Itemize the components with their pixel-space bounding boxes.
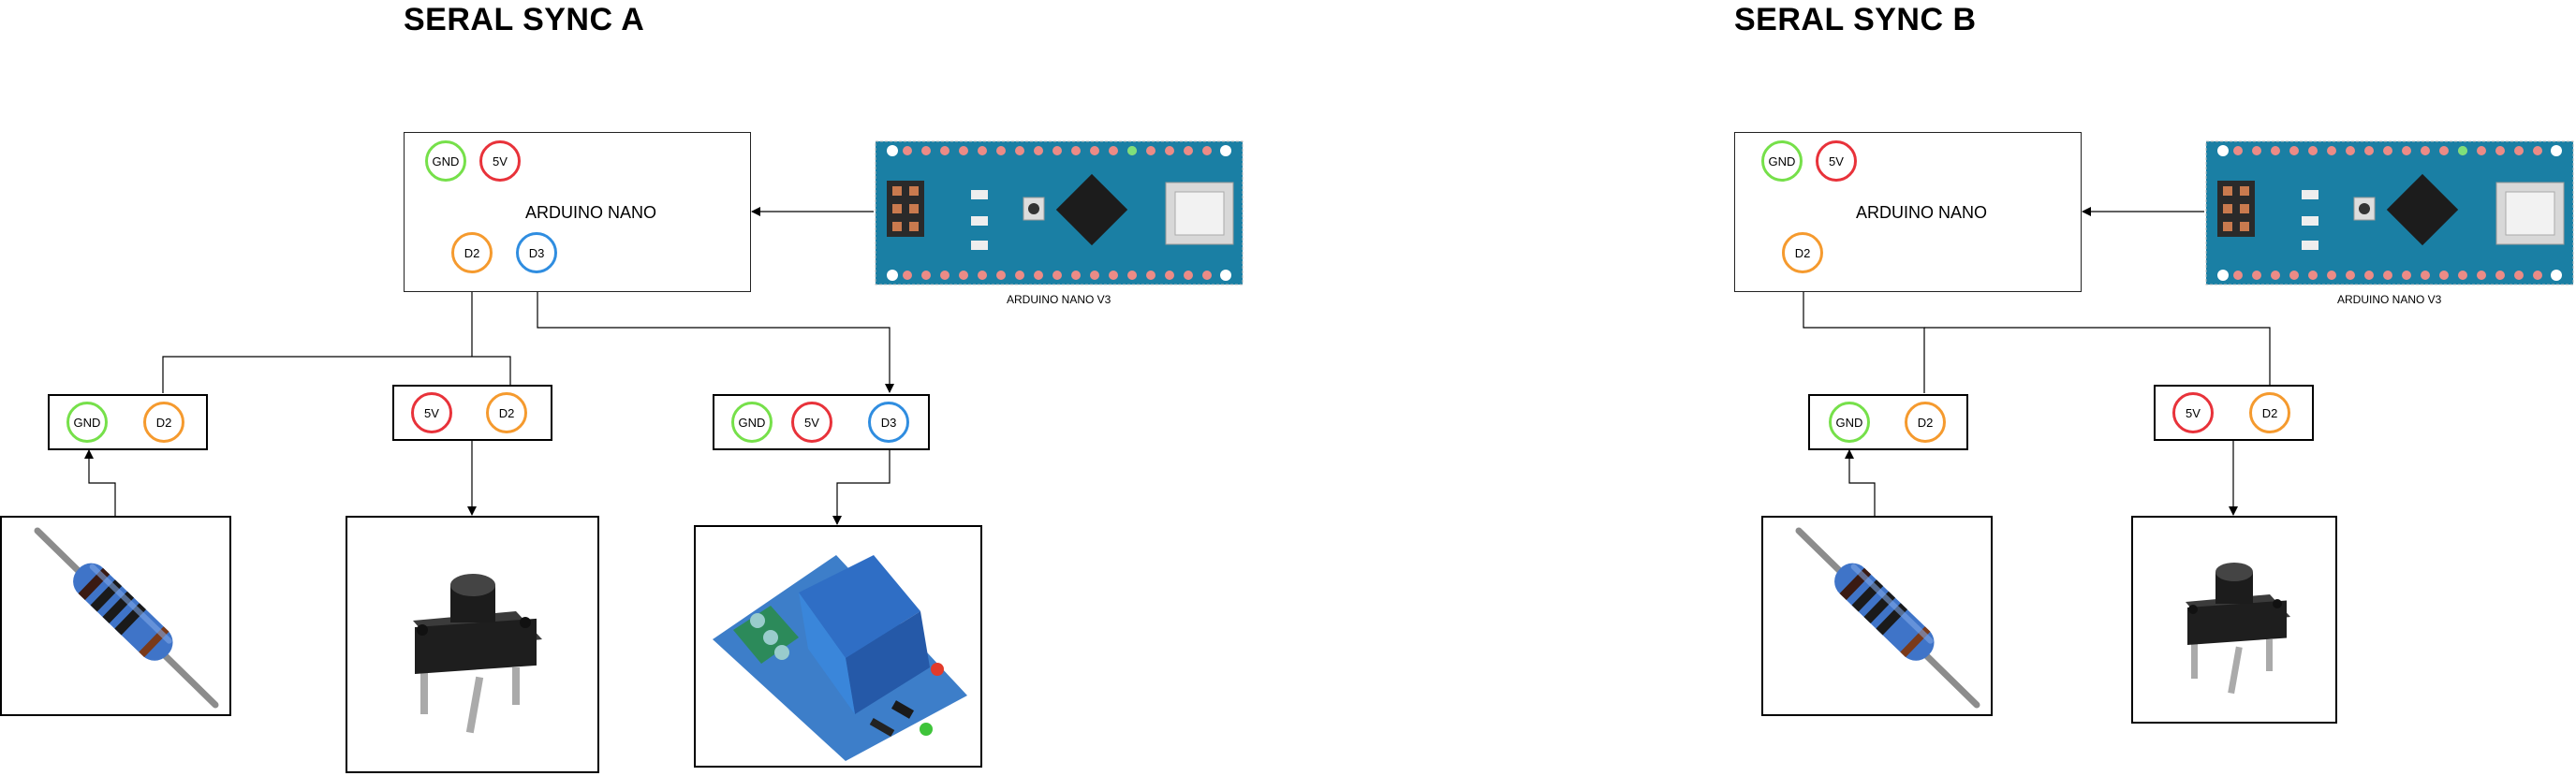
button-pin-5v-b: 5V	[2172, 392, 2214, 433]
pin-d2-b: D2	[1782, 232, 1823, 273]
wire-resistor-to-gnd-b	[1849, 450, 1875, 516]
arduino-nano-board-image-a	[874, 139, 1244, 286]
wire-button-d2-to-junction-b	[1924, 328, 2270, 385]
section-title-a: SERAL SYNC A	[404, 2, 644, 38]
wire-d3-to-relay-a	[537, 275, 890, 392]
board-caption-b: ARDUINO NANO V3	[2337, 293, 2441, 306]
resistor-image-b	[1761, 516, 1993, 716]
relay-module-image-a	[694, 525, 982, 768]
wire-relay-module-a	[837, 438, 890, 524]
relay-pin-d3-a: D3	[868, 402, 909, 443]
pin-d2-a: D2	[451, 232, 493, 273]
pin-5v-a: 5V	[479, 140, 521, 182]
section-title-b: SERAL SYNC B	[1734, 2, 1977, 38]
pin-5v-b: 5V	[1816, 140, 1857, 182]
button-pin-5v-a: 5V	[411, 392, 452, 433]
relay-pin-5v-a: 5V	[791, 402, 832, 443]
wire-resistor-to-gnd-a	[89, 450, 115, 516]
resistor-pin-gnd-b: GND	[1829, 402, 1870, 443]
button-pin-d2-a: D2	[486, 392, 527, 433]
relay-pin-gnd-a: GND	[731, 402, 773, 443]
arduino-nano-box-a: GND 5V ARDUINO NANO D2 D3	[404, 132, 751, 292]
arduino-nano-box-b: GND 5V ARDUINO NANO D2	[1734, 132, 2082, 292]
arduino-nano-board-image-b	[2204, 139, 2575, 286]
resistor-pin-d2-b: D2	[1905, 402, 1946, 443]
wire-d2-junction-b	[1803, 274, 1924, 393]
controller-label-b: ARDUINO NANO	[1856, 203, 1987, 223]
resistor-pin-box-a: GND D2	[48, 394, 208, 450]
button-pin-box-b: 5V D2	[2154, 385, 2314, 441]
resistor-image-a	[0, 516, 231, 716]
push-button-image-a	[346, 516, 599, 773]
button-pin-box-a: 5V D2	[392, 385, 552, 441]
board-caption-a: ARDUINO NANO V3	[1007, 293, 1111, 306]
button-pin-d2-b: D2	[2249, 392, 2290, 433]
resistor-pin-box-b: GND D2	[1808, 394, 1968, 450]
relay-pin-box-a: GND 5V D3	[713, 394, 930, 450]
resistor-pin-gnd-a: GND	[66, 402, 108, 443]
push-button-image-b	[2131, 516, 2337, 724]
controller-label-a: ARDUINO NANO	[525, 203, 656, 223]
pin-d3-a: D3	[516, 232, 557, 273]
pin-gnd-a: GND	[425, 140, 466, 182]
resistor-pin-d2-a: D2	[143, 402, 184, 443]
pin-gnd-b: GND	[1761, 140, 1803, 182]
